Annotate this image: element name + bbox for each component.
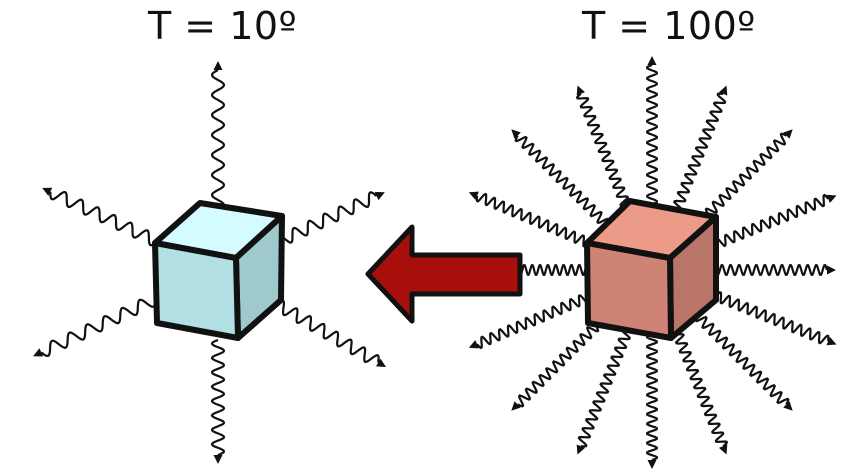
hot-cube-front-face	[584, 240, 674, 341]
hot-ray-10-arrowhead	[719, 444, 728, 455]
hot-ray-6-arrowhead	[468, 340, 479, 349]
hot-ray-12-arrowhead	[826, 337, 837, 346]
hot-ray-2-arrowhead	[576, 85, 585, 96]
hot-ray-16-arrowhead	[719, 85, 728, 96]
hot-ray-4	[475, 192, 603, 252]
cold-ray-1-arrowhead	[213, 61, 223, 70]
hot-ray-14-arrowhead	[826, 194, 837, 203]
hot-ray-4-arrowhead	[468, 191, 479, 200]
hot-ray-3	[514, 135, 617, 232]
hot-radiation-rays	[468, 56, 837, 469]
heat-flow-arrow	[365, 224, 523, 324]
hot-ray-9	[646, 323, 658, 462]
cold-cube-front-face	[152, 240, 241, 341]
cold-ray-4-arrowhead	[374, 192, 385, 201]
cold-temperature-label: T = 10º	[148, 4, 297, 48]
hot-ray-11-arrowhead	[783, 401, 793, 411]
cold-ray-6	[268, 299, 380, 363]
hot-ray-8-arrowhead	[576, 444, 585, 455]
hot-temperature-label: T = 100º	[582, 4, 756, 48]
hot-ray-13	[705, 264, 829, 276]
hot-ray-15-arrowhead	[783, 129, 793, 139]
hot-ray-10	[667, 320, 729, 448]
hot-ray-9-arrowhead	[647, 460, 657, 469]
cold-ray-1	[210, 69, 226, 231]
cold-cube	[152, 200, 285, 341]
hot-ray-2	[575, 92, 637, 220]
hot-ray-1	[646, 63, 658, 217]
hot-ray-1-arrowhead	[647, 56, 657, 65]
cold-ray-6-arrowhead	[376, 358, 386, 367]
hot-ray-8	[577, 319, 635, 448]
hot-ray-11	[687, 308, 790, 405]
hot-ray-6	[476, 286, 603, 350]
hot-ray-12	[701, 287, 830, 345]
hot-ray-3-arrowhead	[511, 129, 521, 139]
hot-ray-13-arrowhead	[827, 265, 836, 275]
hot-ray-7-arrowhead	[511, 401, 521, 411]
cold-ray-2	[210, 338, 226, 457]
hot-ray-14	[702, 193, 830, 255]
hot-cube	[584, 198, 719, 341]
cold-ray-2-arrowhead	[213, 455, 223, 464]
hot-ray-16	[669, 92, 727, 221]
cold-ray-3-arrowhead	[42, 187, 53, 196]
cold-ray-5-arrowhead	[33, 348, 44, 357]
